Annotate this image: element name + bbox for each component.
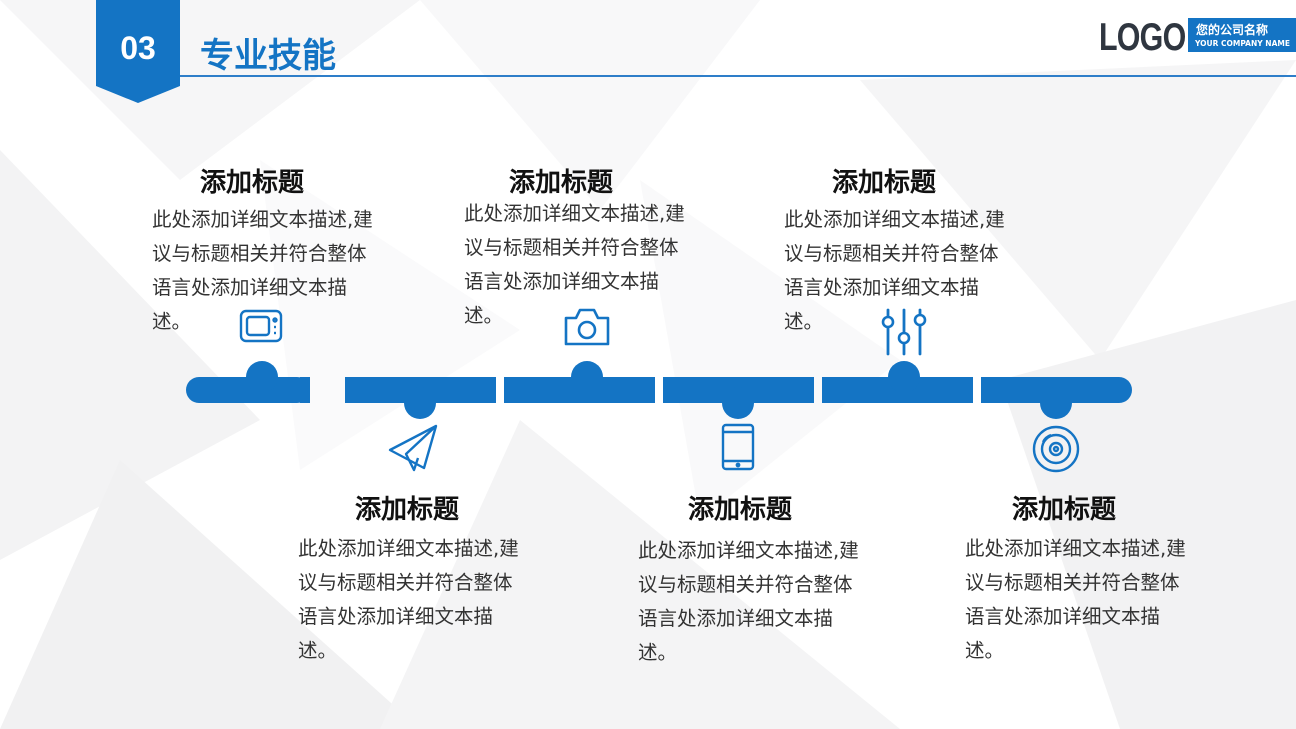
item-6-description: 此处添加详细文本描述,建议与标题相关并符合整体语言处添加详细文本描述。 — [965, 537, 1186, 662]
item-6-title: 添加标题 — [1012, 495, 1117, 525]
section-number: 03 — [120, 30, 156, 66]
item-5-title: 添加标题 — [832, 168, 937, 198]
timeline-segment — [981, 377, 1001, 403]
timeline-node — [722, 387, 754, 419]
timeline-node — [1040, 387, 1072, 419]
item-4-description: 此处添加详细文本描述,建议与标题相关并符合整体语言处添加详细文本描述。 — [638, 539, 859, 664]
company-name-box: 您的公司名称 YOUR COMPANY NAME — [1188, 18, 1296, 52]
item-2-description: 此处添加详细文本描述,建议与标题相关并符合整体语言处添加详细文本描述。 — [298, 537, 519, 662]
timeline-node — [404, 387, 436, 419]
disc-icon — [1032, 425, 1080, 473]
sliders-icon — [881, 308, 927, 356]
timeline-node — [888, 361, 920, 393]
item-5-description: 此处添加详细文本描述,建议与标题相关并符合整体语言处添加详细文本描述。 — [784, 208, 1005, 333]
company-name-en: YOUR COMPANY NAME — [1195, 39, 1290, 48]
item-4-title: 添加标题 — [688, 495, 793, 525]
timeline-segment — [300, 377, 310, 403]
section-badge: 03 — [96, 0, 180, 103]
timeline-node — [246, 361, 278, 393]
logo: LOGO — [1099, 16, 1186, 59]
timeline-segment — [186, 377, 310, 403]
item-3-description: 此处添加详细文本描述,建议与标题相关并符合整体语言处添加详细文本描述。 — [464, 202, 685, 327]
title-divider — [180, 75, 1296, 77]
timeline-node — [571, 361, 603, 393]
tablet-icon — [721, 423, 755, 471]
paper-plane-icon — [388, 424, 438, 472]
company-name-cn: 您的公司名称 — [1196, 23, 1269, 37]
camera-icon — [564, 308, 610, 346]
page-title: 专业技能 — [200, 36, 336, 76]
tv-icon — [239, 309, 283, 343]
item-1-title: 添加标题 — [200, 168, 305, 198]
item-3-title: 添加标题 — [509, 168, 614, 198]
item-1-description: 此处添加详细文本描述,建议与标题相关并符合整体语言处添加详细文本描述。 — [152, 208, 373, 333]
item-2-title: 添加标题 — [355, 495, 460, 525]
